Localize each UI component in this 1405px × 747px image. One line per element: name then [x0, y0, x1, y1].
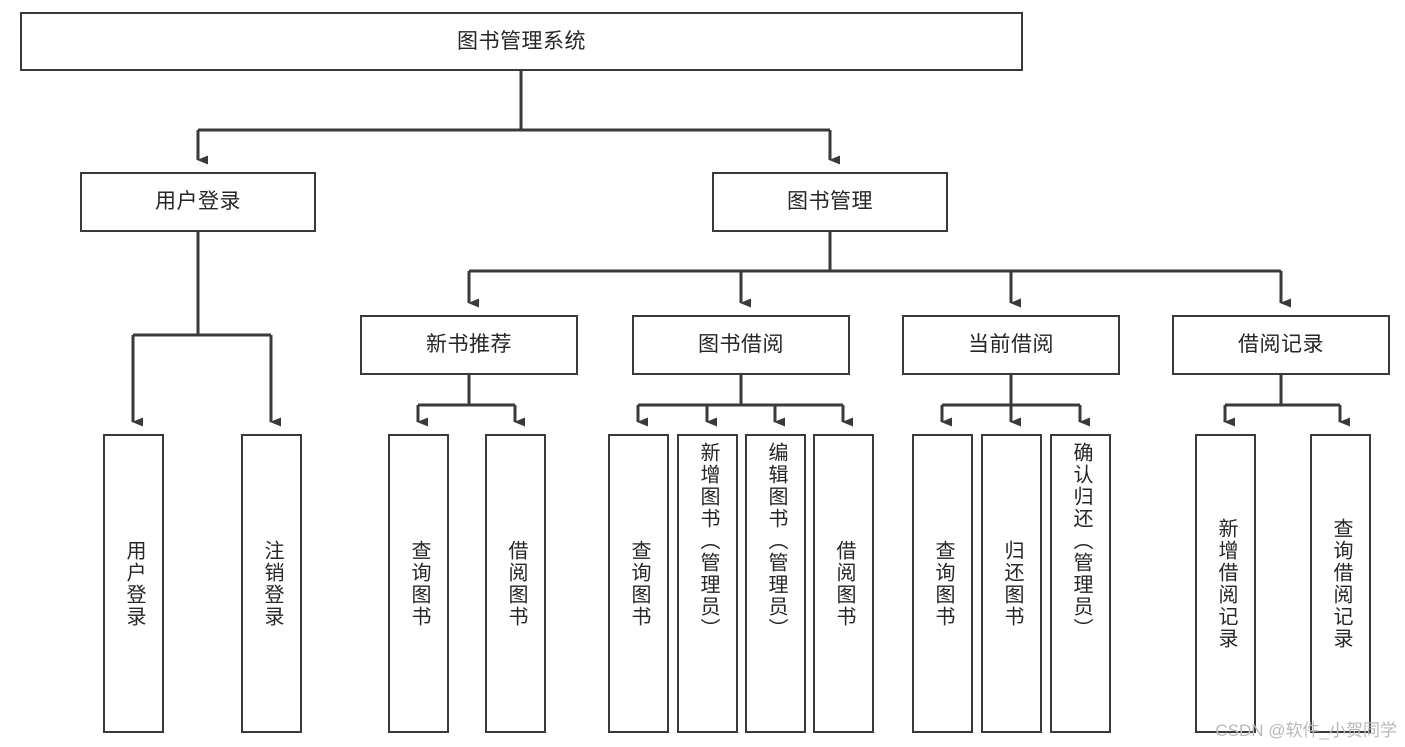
- node-leaf-add-borrow-record[interactable]: 新增借阅记录: [1195, 434, 1256, 733]
- node-root[interactable]: 图书管理系统: [20, 12, 1023, 71]
- edges-current-to-leaves: [940, 375, 1090, 427]
- node-leaf-borrow-book-recommend[interactable]: 借阅图书: [485, 434, 546, 733]
- node-leaf-confirm-return[interactable]: 确认归还（管理员）: [1050, 434, 1111, 733]
- node-leaf-return-book[interactable]: 归还图书: [981, 434, 1042, 733]
- node-leaf-edit-book-label: 编辑图书（管理员）: [765, 442, 787, 640]
- node-leaf-user-logout[interactable]: 注销登录: [241, 434, 302, 733]
- node-book-borrow[interactable]: 图书借阅: [632, 315, 850, 375]
- node-book-manage-label: 图书管理: [787, 190, 873, 214]
- node-leaf-user-login[interactable]: 用户登录: [103, 434, 164, 733]
- node-leaf-query-book-borrow[interactable]: 查询图书: [608, 434, 669, 733]
- node-leaf-query-book-borrow-label: 查询图书: [628, 539, 650, 628]
- node-leaf-user-login-label: 用户登录: [123, 539, 145, 628]
- node-leaf-borrow-book-label: 借阅图书: [833, 539, 855, 628]
- node-new-book-recommend[interactable]: 新书推荐: [360, 315, 578, 375]
- node-borrow-record[interactable]: 借阅记录: [1172, 315, 1390, 375]
- edges-recommend-to-leaves: [416, 375, 525, 427]
- node-leaf-query-book-recommend[interactable]: 查询图书: [388, 434, 449, 733]
- node-leaf-add-borrow-record-label: 新增借阅记录: [1215, 517, 1237, 650]
- node-leaf-query-borrow-record-label: 查询借阅记录: [1330, 517, 1352, 650]
- node-user-login-label: 用户登录: [155, 190, 241, 214]
- edges-bookmanage-to-level3: [467, 232, 1291, 308]
- node-leaf-confirm-return-label: 确认归还（管理员）: [1070, 442, 1092, 640]
- node-leaf-query-borrow-record[interactable]: 查询借阅记录: [1310, 434, 1371, 733]
- node-root-label: 图书管理系统: [457, 29, 586, 53]
- node-user-login[interactable]: 用户登录: [80, 172, 316, 232]
- node-leaf-borrow-book-recommend-label: 借阅图书: [505, 539, 527, 628]
- edges-borrow-to-leaves: [636, 375, 853, 427]
- edges-root-to-level2: [196, 71, 840, 165]
- node-leaf-query-book-current-label: 查询图书: [932, 539, 954, 628]
- node-leaf-query-book-current[interactable]: 查询图书: [912, 434, 973, 733]
- node-new-book-recommend-label: 新书推荐: [426, 333, 512, 357]
- node-leaf-borrow-book[interactable]: 借阅图书: [813, 434, 874, 733]
- node-book-borrow-label: 图书借阅: [698, 333, 784, 357]
- node-leaf-edit-book[interactable]: 编辑图书（管理员）: [745, 434, 806, 733]
- node-leaf-user-logout-label: 注销登录: [261, 539, 283, 628]
- node-leaf-query-book-recommend-label: 查询图书: [408, 539, 430, 628]
- edges-record-to-leaves: [1223, 375, 1350, 427]
- node-leaf-return-book-label: 归还图书: [1001, 539, 1023, 628]
- node-current-borrow-label: 当前借阅: [968, 333, 1054, 357]
- node-borrow-record-label: 借阅记录: [1238, 333, 1324, 357]
- edges-userlogin-to-leaves: [131, 232, 281, 427]
- node-leaf-add-book[interactable]: 新增图书（管理员）: [677, 434, 738, 733]
- node-book-manage[interactable]: 图书管理: [712, 172, 948, 232]
- node-current-borrow[interactable]: 当前借阅: [902, 315, 1120, 375]
- node-leaf-add-book-label: 新增图书（管理员）: [697, 442, 719, 640]
